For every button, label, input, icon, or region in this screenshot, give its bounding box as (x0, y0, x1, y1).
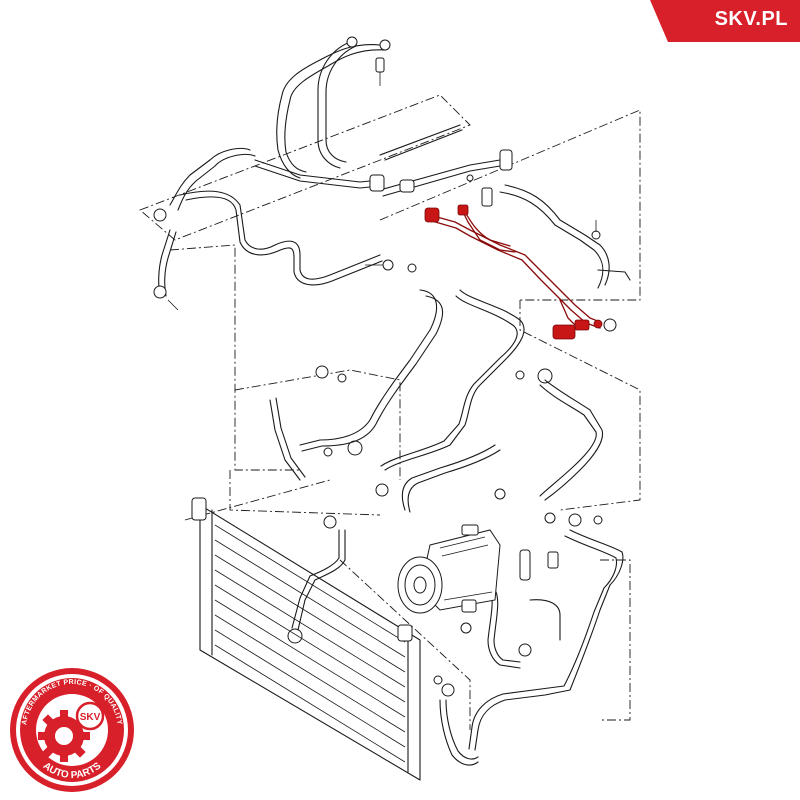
lower-hose-lines (439, 529, 624, 766)
gear-icon (38, 710, 90, 762)
brand-logo-text[interactable]: SKV.PL (714, 8, 788, 30)
upper-hose-lines (158, 41, 631, 297)
ac-compressor (397, 524, 501, 614)
seal-center-text: SKV (80, 712, 101, 723)
fittings (153, 36, 617, 697)
condenser (191, 497, 421, 781)
highlighted-ac-hose (424, 204, 603, 340)
middle-hose-lines (269, 289, 604, 631)
skv-quality-seal: SKV AFTERMARKET PRICE · OF QUALITY AUTO … (10, 668, 134, 792)
brand-banner (650, 0, 800, 42)
assembly-guide-lines (139, 94, 641, 730)
